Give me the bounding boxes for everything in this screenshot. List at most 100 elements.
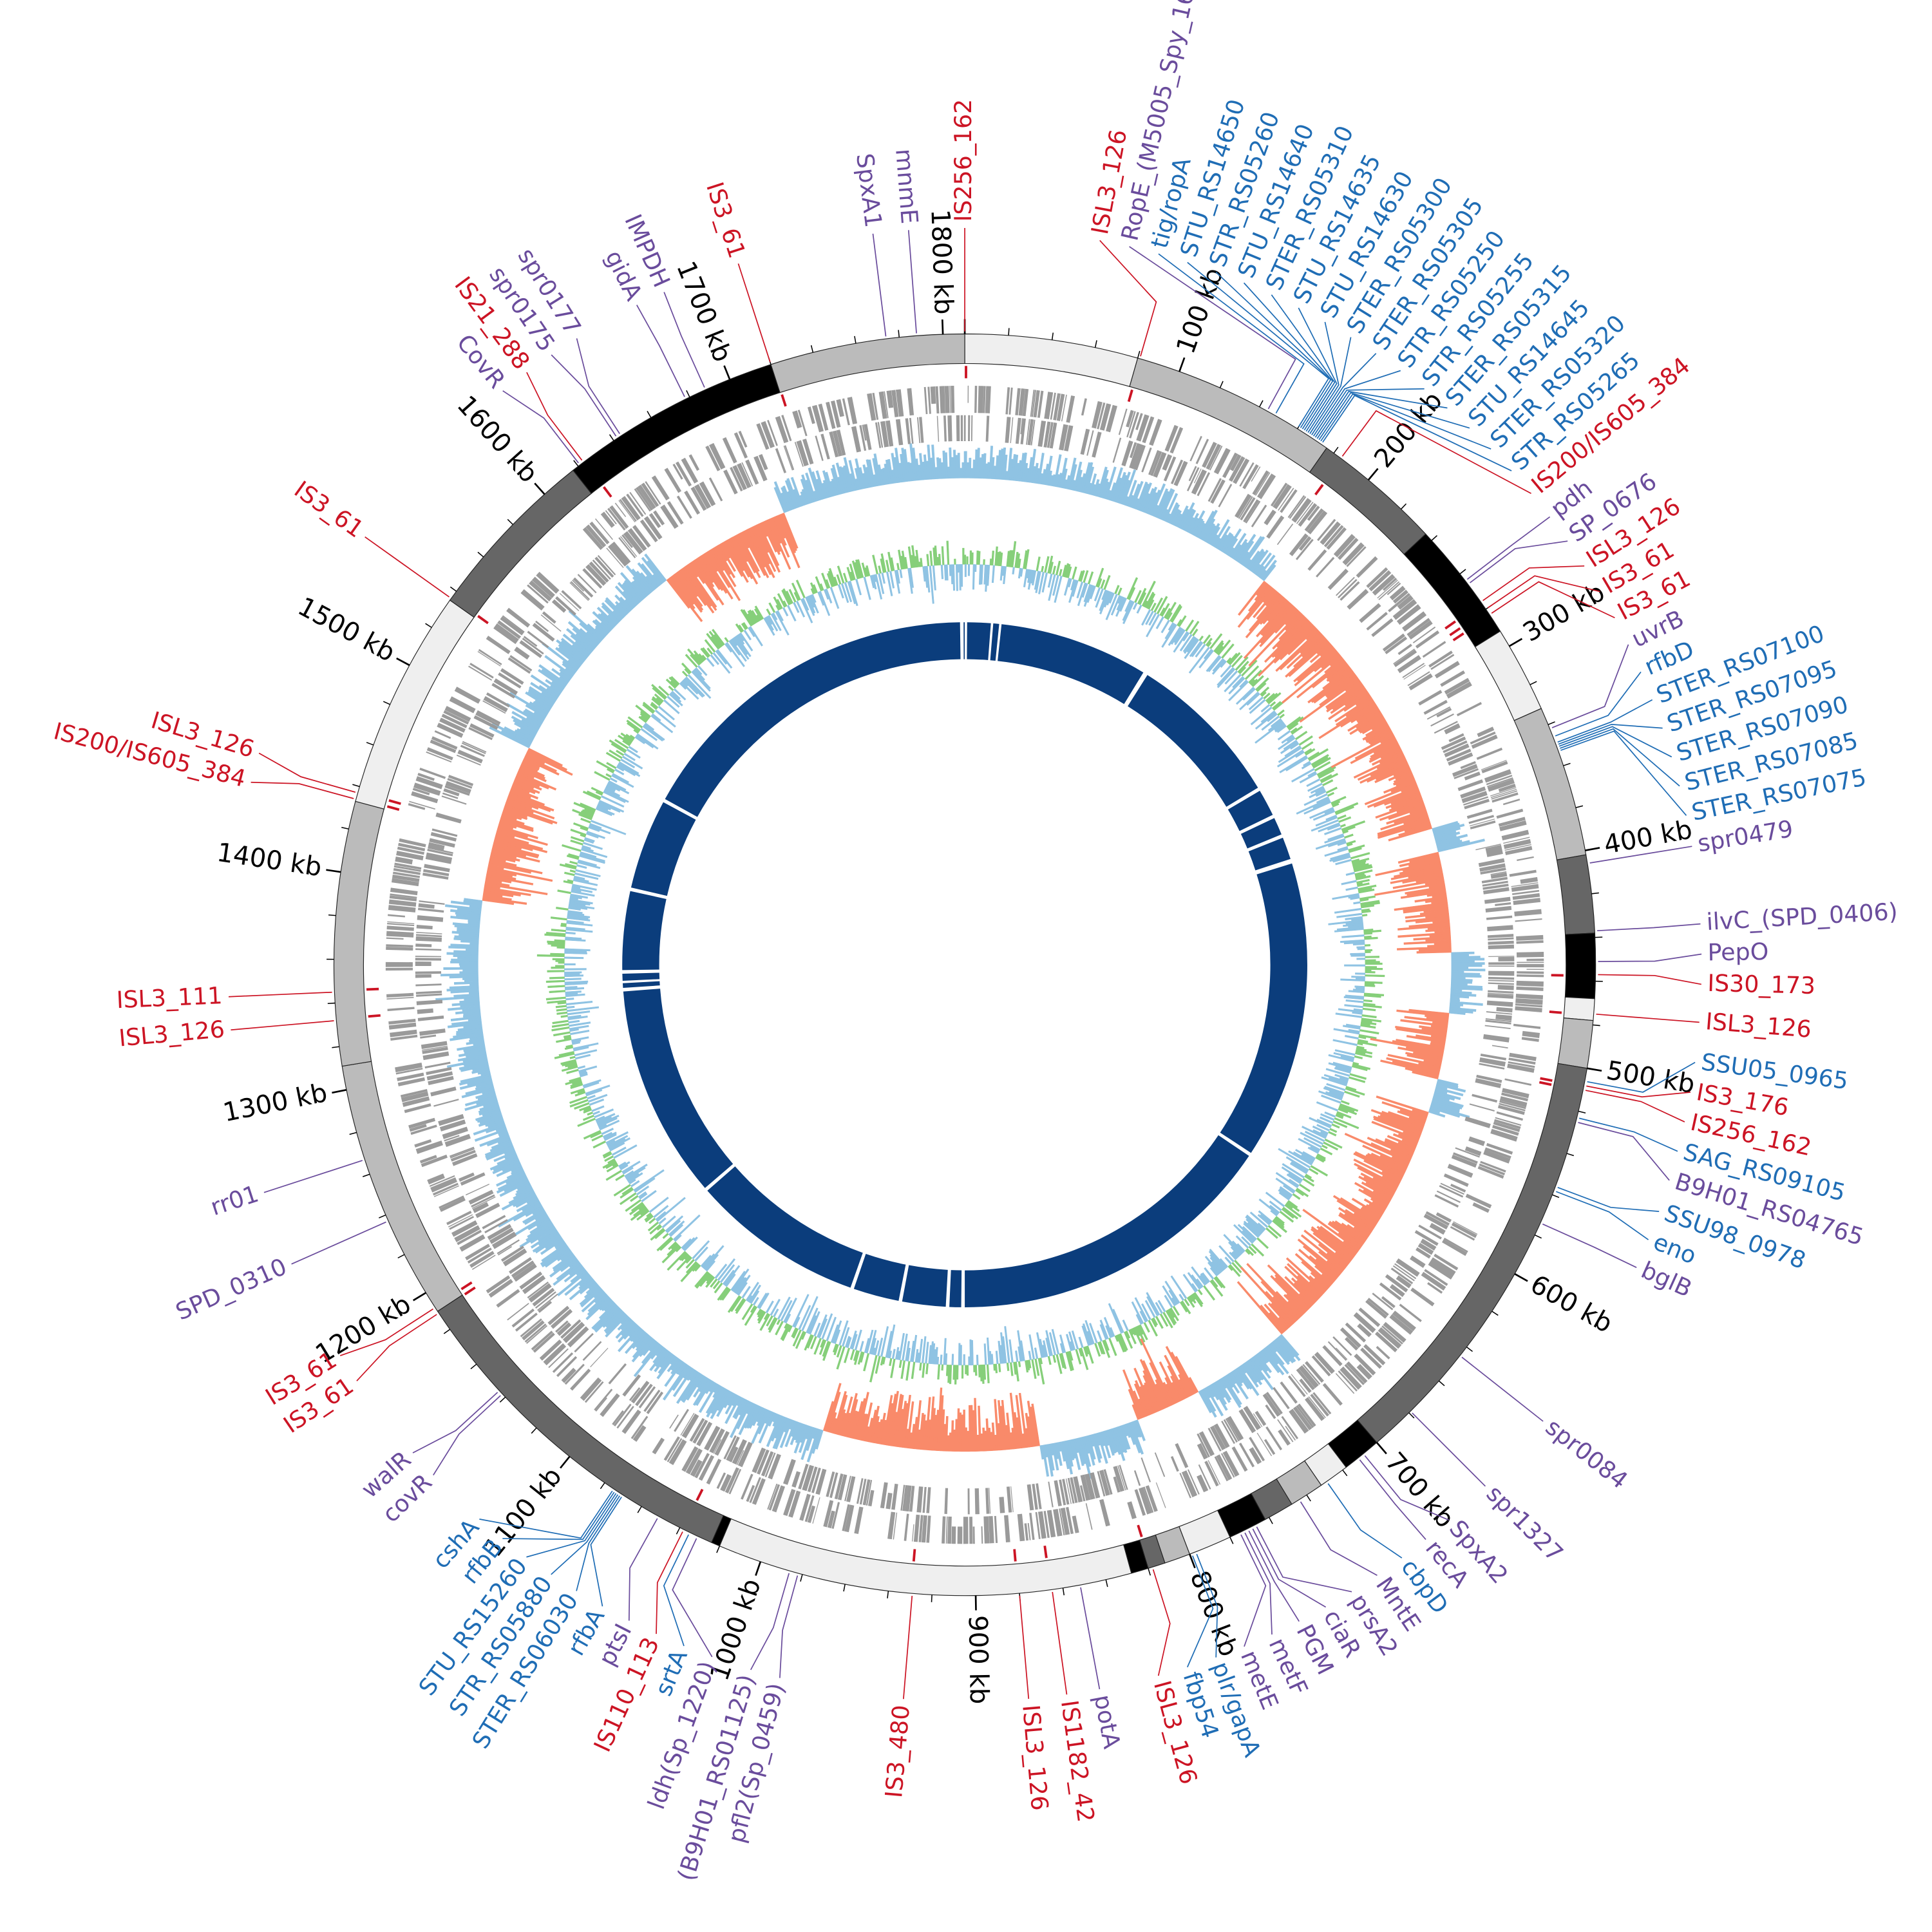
scale-tick	[716, 1546, 721, 1553]
feature-connector-line	[1466, 516, 1551, 580]
scale-tick-label: 700 kb	[1379, 1447, 1460, 1534]
feature-connector-line	[1482, 565, 1585, 601]
feature-connector-line	[1461, 1356, 1544, 1422]
insertion-sequence-mark	[1539, 1081, 1552, 1086]
scale-tick	[1585, 847, 1600, 851]
insertion-sequence-mark	[477, 614, 489, 625]
scale-tick	[349, 1132, 357, 1135]
scale-tick	[477, 551, 484, 558]
feature-connector-line	[1320, 393, 1492, 450]
inner-ring-block	[998, 624, 1144, 705]
contig-segment	[964, 333, 1139, 387]
scale-tick-label: 600 kb	[1525, 1269, 1617, 1339]
feature-connector-line	[1491, 581, 1615, 619]
scale-tick	[1258, 400, 1264, 408]
feature-connector-line	[1559, 728, 1680, 787]
feature-connector-line	[1052, 1591, 1068, 1695]
contig-segment	[1557, 1018, 1594, 1069]
scale-tick-label: 1500 kb	[293, 592, 400, 668]
contig-segment	[770, 333, 965, 393]
feature-connector-line	[1341, 410, 1531, 494]
insertion-sequence-label: IS30_173	[1707, 969, 1816, 999]
scale-tick	[647, 410, 652, 418]
scale-tick	[1459, 569, 1466, 574]
inner-ring-block	[902, 1265, 948, 1307]
inner-ring-block	[707, 1166, 863, 1288]
scale-tick	[366, 742, 374, 746]
scale-tick	[1575, 805, 1584, 808]
scale-tick	[676, 1527, 681, 1535]
feature-connector-line	[433, 1395, 501, 1475]
feature-connector-line	[672, 1538, 713, 1658]
feature-connector-line	[356, 1314, 437, 1381]
feature-connector-line	[1252, 1528, 1327, 1608]
scale-tick	[352, 784, 360, 788]
inner-ring-block	[949, 1270, 962, 1307]
scale-tick	[609, 434, 614, 441]
inner-ring-block	[623, 989, 734, 1188]
feature-connector-line	[1596, 1013, 1700, 1023]
gc-skew-positive	[435, 443, 1486, 1479]
feature-connector-line	[1312, 370, 1401, 437]
inner-ring-block	[963, 622, 965, 659]
feature-connector-line	[1314, 388, 1425, 438]
inner-ring-block	[622, 981, 660, 989]
gc-skew-negative	[482, 513, 1452, 1452]
gene-label: rr01	[207, 1180, 262, 1221]
insertion-sequence-mark	[1314, 484, 1324, 496]
feature-connector-line	[1271, 294, 1336, 431]
feature-connector-line	[1248, 1530, 1300, 1622]
scale-tick	[1268, 1517, 1273, 1524]
contig-segment	[449, 469, 592, 618]
scale-tick	[1466, 1347, 1473, 1352]
insertion-sequence-mark	[696, 1488, 704, 1501]
inner-ring-block	[630, 802, 696, 896]
insertion-sequence-mark	[1013, 1549, 1017, 1562]
feature-connector-line	[228, 991, 332, 998]
scale-tick-label: 800 kb	[1184, 1567, 1244, 1660]
feature-connector-line	[1598, 953, 1702, 962]
feature-connector-line	[1487, 575, 1600, 609]
insertion-sequence-mark	[386, 805, 400, 811]
scale-tick-label: 100 kb	[1171, 264, 1229, 358]
scale-tick	[1566, 1153, 1575, 1157]
feature-connector-line	[1256, 1526, 1352, 1593]
scale-tick	[1548, 721, 1555, 725]
feature-connector-line	[590, 1497, 622, 1607]
feature-connector-line	[1099, 240, 1157, 357]
feature-connector-line	[903, 1596, 913, 1700]
feature-connector-line	[779, 1575, 799, 1678]
inner-ring-block	[853, 1254, 906, 1301]
feature-connector-line	[1364, 1455, 1450, 1521]
scale-tick-label: 1300 kb	[221, 1078, 330, 1128]
insertion-sequence-label: ISL3_111	[116, 981, 223, 1014]
scale-tick	[843, 1584, 846, 1592]
insertion-sequence-mark	[781, 394, 787, 407]
scale-tick	[898, 330, 900, 337]
inner-ring-block	[1227, 790, 1273, 831]
scale-tick	[560, 1455, 571, 1469]
feature-connector-line	[1558, 726, 1672, 758]
gene-track	[366, 366, 1564, 1562]
inner-ring-block	[1128, 675, 1258, 807]
scale-tick	[383, 701, 391, 705]
scale-tick	[1342, 1470, 1348, 1477]
inner-ring-block	[967, 622, 991, 660]
scale-tick	[1189, 1553, 1196, 1569]
scale-tick	[941, 319, 944, 335]
feature-connector-line	[251, 781, 354, 799]
insertion-sequence-mark	[1452, 632, 1464, 641]
scale-tick	[326, 869, 341, 873]
insertion-sequence-mark	[1444, 620, 1457, 630]
feature-connector-line	[576, 1495, 620, 1591]
feature-connector-line	[1307, 321, 1340, 433]
scale-tick	[1401, 503, 1407, 510]
gene-label: SpxA1	[851, 152, 887, 229]
feature-connector-line	[1298, 307, 1338, 432]
scale-tick	[931, 1595, 933, 1602]
feature-connector-line	[1322, 395, 1512, 471]
feature-connector-line	[526, 1493, 617, 1558]
feature-connector-line	[526, 372, 583, 461]
